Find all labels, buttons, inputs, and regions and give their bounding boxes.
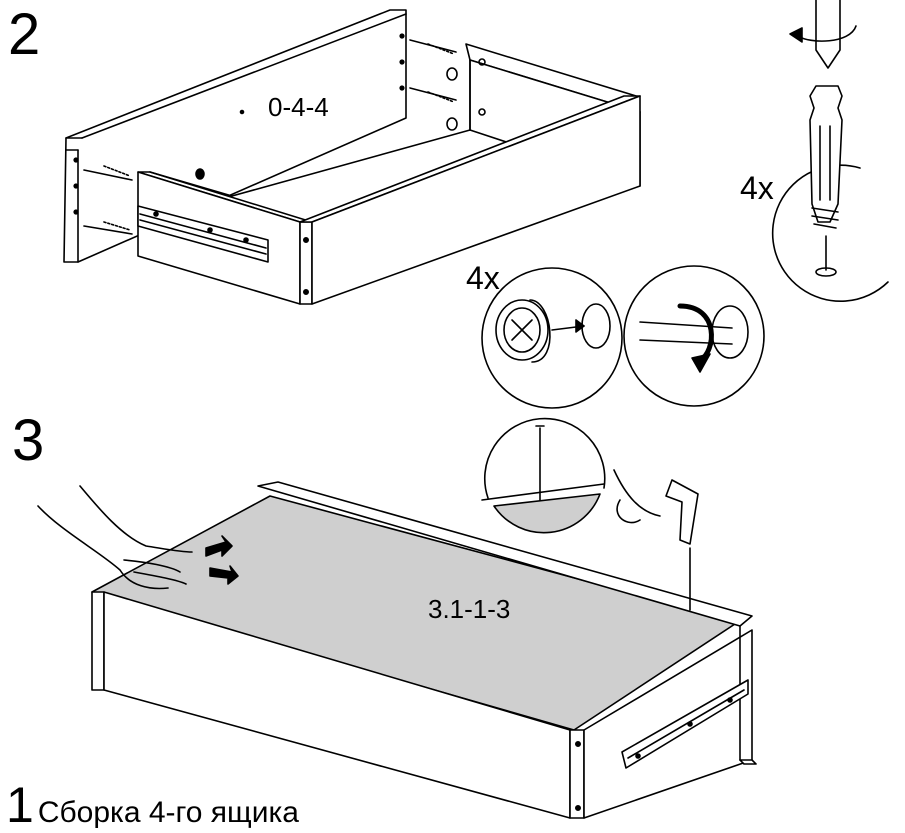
cam-dowel-icon (771, 85, 889, 302)
title-step-number: 1 (6, 777, 34, 833)
step-3-number: 3 (12, 408, 45, 473)
screw-icon (399, 33, 486, 131)
cam-lock-icon (481, 267, 623, 409)
push-arrow-icon (205, 535, 239, 585)
dowel-quantity-label: 4x (740, 170, 774, 206)
step2-drawer-frame (63, 9, 641, 305)
rotate-arrow-icon (623, 265, 765, 407)
cam-lock-quantity-label: 4x (466, 260, 500, 296)
hammer-icon (613, 469, 699, 611)
title-text: Сборка 4-го ящика (37, 796, 299, 829)
step-2-part-code: 0-4-4 (268, 92, 329, 122)
step-2-number: 2 (8, 2, 41, 67)
screwdriver-icon (789, 0, 857, 69)
screw-icon (73, 157, 133, 235)
nail-icon (481, 417, 606, 534)
step3-drawer-box (91, 481, 757, 819)
step-3-part-code: 3.1-1-3 (428, 594, 511, 624)
hand-icon (37, 485, 193, 590)
